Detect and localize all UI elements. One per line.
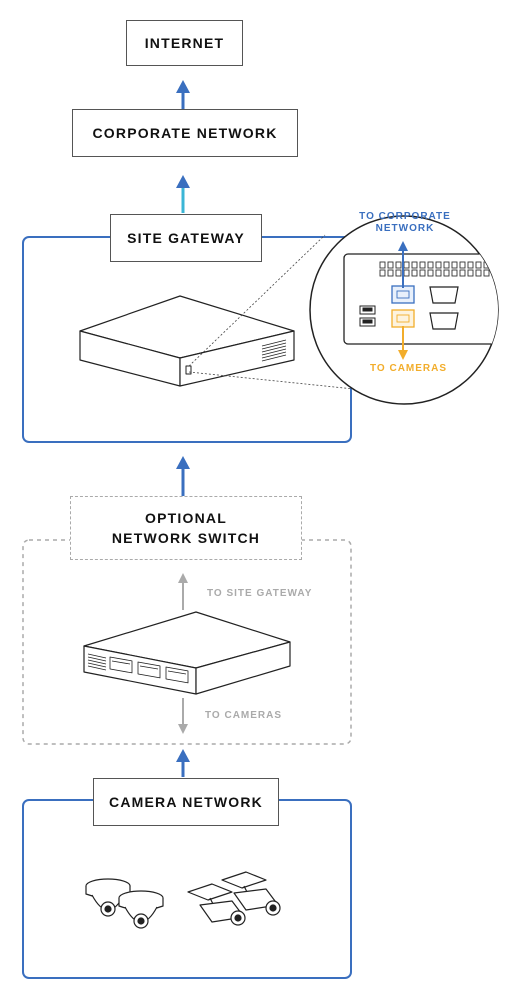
to-cameras-gray-annotation: TO CAMERAS xyxy=(205,710,283,721)
corporate-network-label: CORPORATE NETWORK xyxy=(92,125,278,141)
camera-network-frame xyxy=(22,799,352,979)
to-corporate-network-annotation: TO CORPORATE NETWORK xyxy=(355,211,455,235)
optional-switch-label-line1: OPTIONAL xyxy=(145,510,227,526)
switch-uplink-arrow xyxy=(178,573,188,610)
gateway-device xyxy=(79,295,295,387)
to-site-gateway-annotation: TO SITE GATEWAY xyxy=(207,588,313,599)
to-cameras-orange-annotation: TO CAMERAS xyxy=(370,363,448,374)
network-switch-device xyxy=(83,611,291,695)
connector-cameras-to-switch xyxy=(176,749,190,777)
zoom-guide-lines xyxy=(188,234,384,393)
site-gateway-node: SITE GATEWAY xyxy=(110,214,262,262)
switch-downlink-arrow xyxy=(178,698,188,734)
optional-switch-label-line2: NETWORK SWITCH xyxy=(111,530,261,546)
internet-label: INTERNET xyxy=(144,35,225,51)
to-corporate-line2: NETWORK xyxy=(375,223,435,234)
optional-network-switch-node: OPTIONAL NETWORK SWITCH xyxy=(70,496,302,560)
connector-corporate-to-internet xyxy=(176,80,190,109)
connector-switch-to-gateway xyxy=(176,456,190,496)
camera-network-label: CAMERA NETWORK xyxy=(109,794,263,810)
optional-switch-frame xyxy=(22,539,352,745)
bullet-cameras xyxy=(187,871,281,926)
camera-network-node: CAMERA NETWORK xyxy=(93,778,279,826)
site-gateway-label: SITE GATEWAY xyxy=(127,230,245,246)
gateway-port-zoom xyxy=(309,215,499,405)
to-corporate-line1: TO CORPORATE xyxy=(359,211,451,222)
internet-node: INTERNET xyxy=(126,20,243,66)
dome-cameras xyxy=(85,878,164,929)
connector-gateway-to-corporate xyxy=(176,175,190,213)
corporate-network-node: CORPORATE NETWORK xyxy=(72,109,298,157)
